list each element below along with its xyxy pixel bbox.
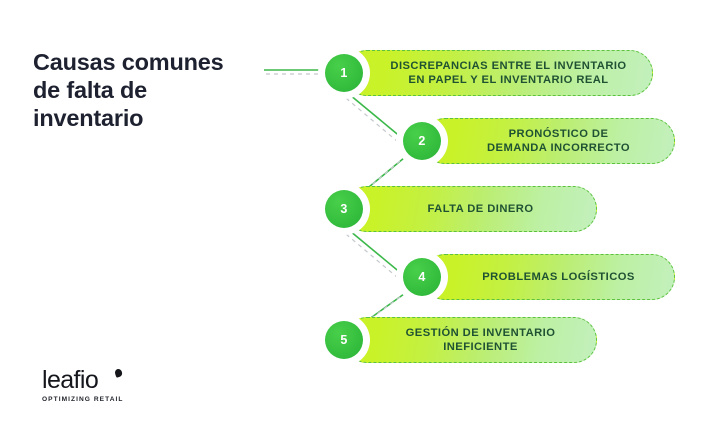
logo-wordmark: leafio [42, 366, 99, 394]
item-pill[interactable]: GESTIÓN DE INVENTARIO INEFICIENTE [344, 317, 597, 363]
item-pill[interactable]: PRONÓSTICO DE DEMANDA INCORRECTO [422, 118, 675, 164]
brand-logo: leafio OPTIMIZING RETAIL [42, 366, 162, 403]
item-pill[interactable]: FALTA DE DINERO [344, 186, 597, 232]
item-number-text: 5 [340, 332, 348, 347]
item-number-badge[interactable]: 5 [318, 314, 370, 366]
item-number-circle: 5 [325, 321, 363, 359]
item-label: GESTIÓN DE INVENTARIO INEFICIENTE [405, 326, 556, 353]
item-label: DISCREPANCIAS ENTRE EL INVENTARIO EN PAP… [390, 59, 627, 86]
item-number-badge[interactable]: 4 [396, 251, 448, 303]
item-pill[interactable]: PROBLEMAS LOGÍSTICOS [422, 254, 675, 300]
logo-wordmark-row: leafio [42, 366, 162, 394]
item-number-badge[interactable]: 1 [318, 47, 370, 99]
item-number-circle: 3 [325, 190, 363, 228]
item-number-text: 4 [418, 269, 426, 284]
connector-3-to-4-dash [339, 228, 405, 284]
logo-tagline: OPTIMIZING RETAIL [42, 396, 124, 403]
page-title: Causas comunes de falta de inventario [33, 48, 263, 132]
item-number-circle: 4 [403, 258, 441, 296]
item-label: PRONÓSTICO DE DEMANDA INCORRECTO [487, 127, 630, 154]
item-label: PROBLEMAS LOGÍSTICOS [482, 270, 635, 283]
connector-1-to-2-dash [339, 92, 405, 148]
item-number-circle: 1 [325, 54, 363, 92]
item-pill[interactable]: DISCREPANCIAS ENTRE EL INVENTARIO EN PAP… [344, 50, 653, 96]
item-number-badge[interactable]: 2 [396, 115, 448, 167]
leaf-dot-icon [114, 368, 123, 378]
page-title-text: Causas comunes de falta de inventario [33, 49, 224, 131]
item-number-circle: 2 [403, 122, 441, 160]
item-number-badge[interactable]: 3 [318, 183, 370, 235]
item-number-text: 3 [340, 201, 348, 216]
item-number-text: 1 [340, 65, 348, 80]
item-label: FALTA DE DINERO [427, 202, 534, 215]
item-number-text: 2 [418, 133, 426, 148]
